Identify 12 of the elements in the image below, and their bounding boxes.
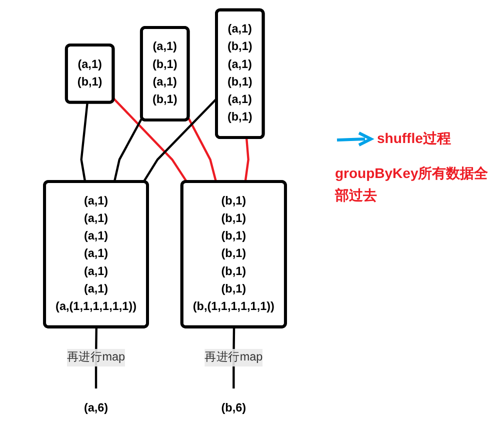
connector — [112, 97, 188, 182]
connector — [142, 97, 218, 182]
edge-label: 再进行map — [66, 350, 126, 364]
edge-label: 再进行map — [204, 350, 263, 364]
legend-text: shuffle过程 — [377, 130, 451, 148]
connector — [187, 116, 218, 182]
connector — [244, 137, 250, 182]
node-text: (a,6) — [84, 401, 108, 414]
connector — [113, 116, 143, 182]
node-text: (b,6) — [221, 401, 246, 414]
connector — [80, 102, 88, 182]
note-text: groupByKey所有数据全部过去 — [335, 164, 490, 205]
